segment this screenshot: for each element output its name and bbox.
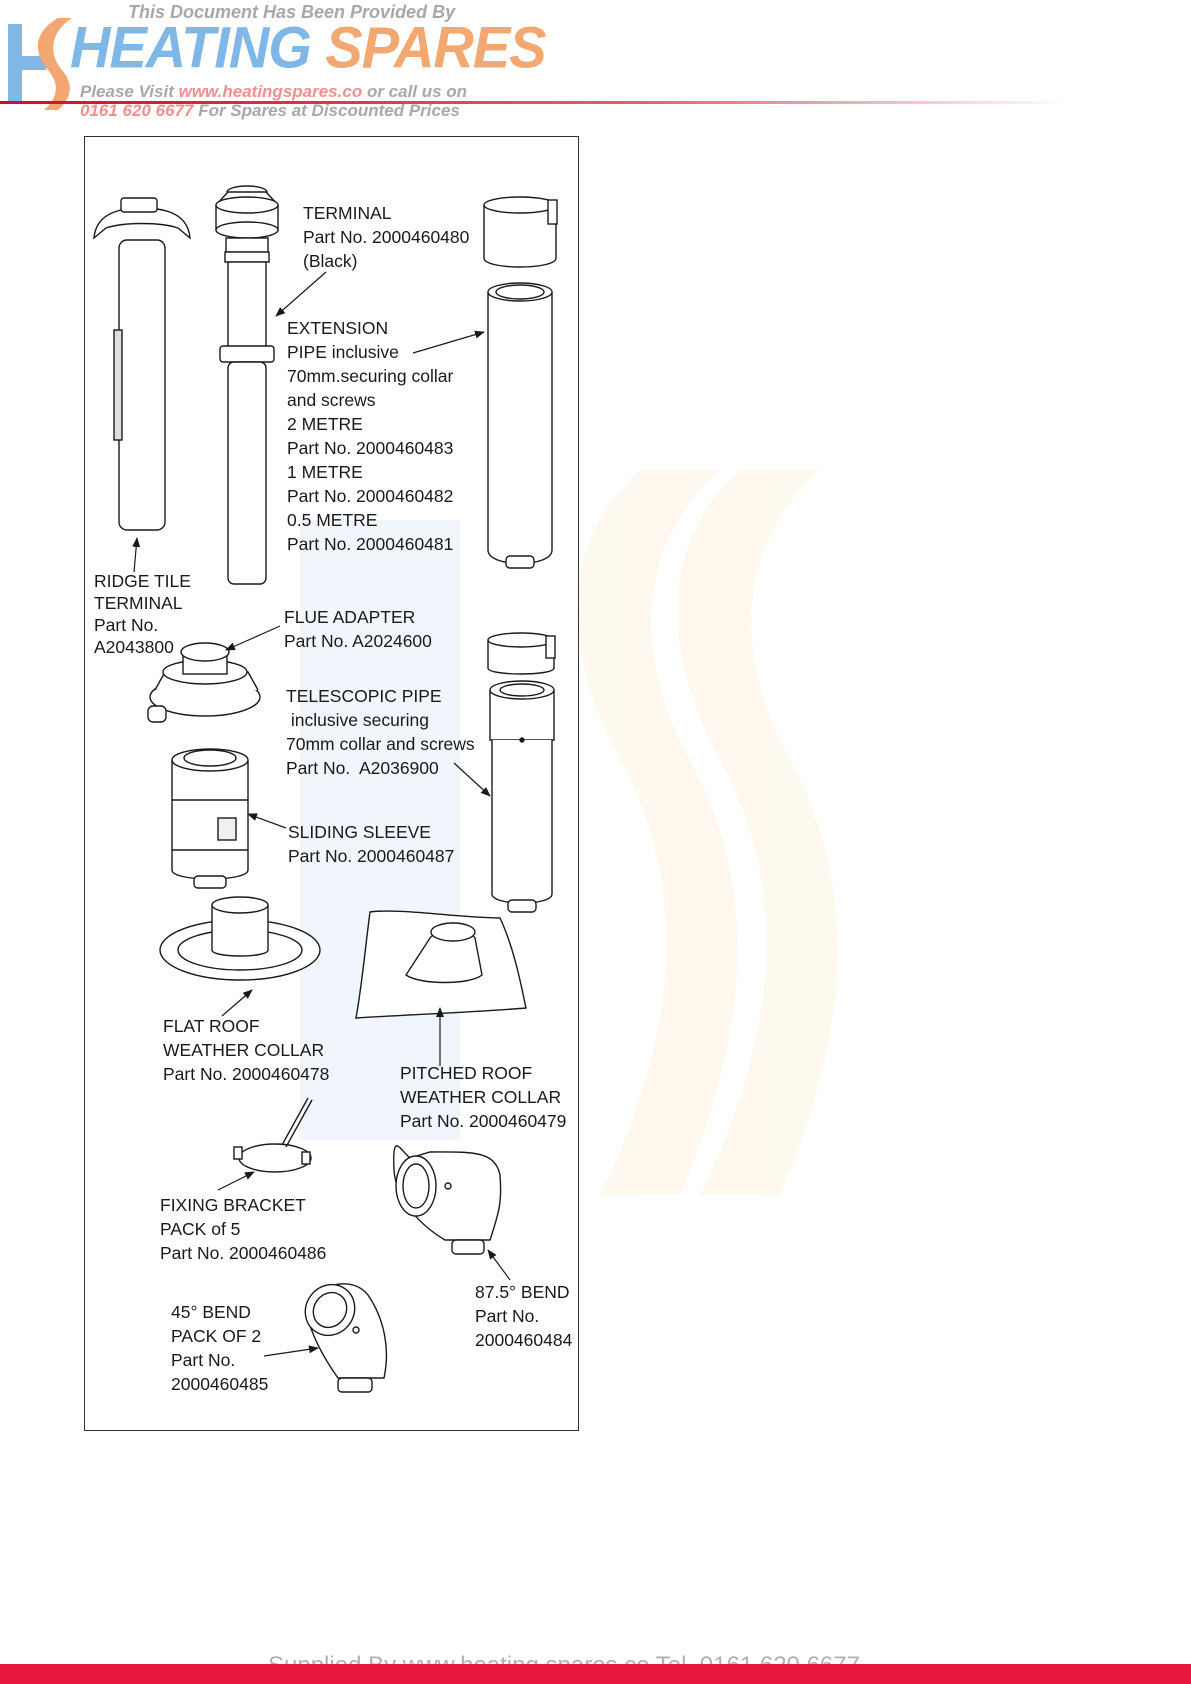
label-sliding-sleeve: SLIDING SLEEVE Part No. 2000460487	[288, 822, 455, 866]
visit-prefix: Please Visit	[80, 82, 174, 101]
visit-url-link[interactable]: www.heatingspares.co	[178, 82, 363, 101]
label-ridge-tile-terminal: RIDGE TILE TERMINAL Part No. A2043800	[94, 571, 191, 657]
brand-spares: SPARES	[325, 13, 546, 81]
flat-roof-weather-collar-drawing	[159, 896, 321, 981]
visit-line: Please Visit www.heatingspares.co or cal…	[80, 82, 467, 102]
phone-suffix: For Spares at Discounted Prices	[198, 101, 460, 120]
flue-parts-diagram-frame	[84, 136, 579, 1431]
ridge-tile-terminal-drawing	[93, 197, 191, 531]
visit-suffix: or call us on	[366, 82, 468, 101]
header-rule	[0, 101, 1070, 104]
label-bend-45: 45° BEND PACK OF 2 Part No. 2000460485	[171, 1302, 269, 1394]
sliding-sleeve-drawing	[171, 748, 249, 889]
hs-logo-icon	[8, 18, 72, 110]
label-flue-adapter: FLUE ADAPTER Part No. A2024600	[284, 607, 432, 651]
bend-45-drawing	[304, 1283, 388, 1393]
phone-number: 0161 620 6677	[80, 101, 194, 120]
brand-heating: HEATING	[70, 13, 312, 81]
bend-87-drawing	[392, 1145, 502, 1255]
leader-arrows	[132, 271, 511, 1357]
brand-logotype: HEATING SPARES	[70, 13, 547, 81]
terminal-drawing	[215, 185, 279, 585]
extension-pipe-drawing	[483, 196, 558, 569]
label-terminal: TERMINAL Part No. 2000460480 (Black)	[303, 203, 470, 271]
pitched-roof-weather-collar-drawing	[355, 910, 527, 1019]
fixing-bracket-drawing	[233, 1097, 313, 1173]
provided-by-text: This Document Has Been Provided By	[128, 2, 456, 22]
label-flat-roof-weather-collar: FLAT ROOF WEATHER COLLAR Part No. 200046…	[163, 1016, 330, 1084]
label-fixing-bracket: FIXING BRACKET PACK of 5 Part No. 200046…	[160, 1195, 327, 1263]
footer-bar	[0, 1664, 1191, 1684]
label-telescopic-pipe: TELESCOPIC PIPE inclusive securing 70mm …	[286, 686, 475, 778]
header-logo-banner: This Document Has Been Provided By HEATI…	[0, 0, 1191, 125]
phone-line: 0161 620 6677 For Spares at Discounted P…	[80, 101, 460, 121]
label-bend-87: 87.5° BEND Part No. 2000460484	[475, 1282, 573, 1350]
label-extension-pipe: EXTENSION PIPE inclusive 70mm.securing c…	[287, 318, 454, 554]
label-pitched-roof-weather-collar: PITCHED ROOF WEATHER COLLAR Part No. 200…	[400, 1063, 567, 1131]
telescopic-pipe-drawing	[487, 632, 556, 913]
flue-adapter-drawing	[147, 642, 261, 723]
